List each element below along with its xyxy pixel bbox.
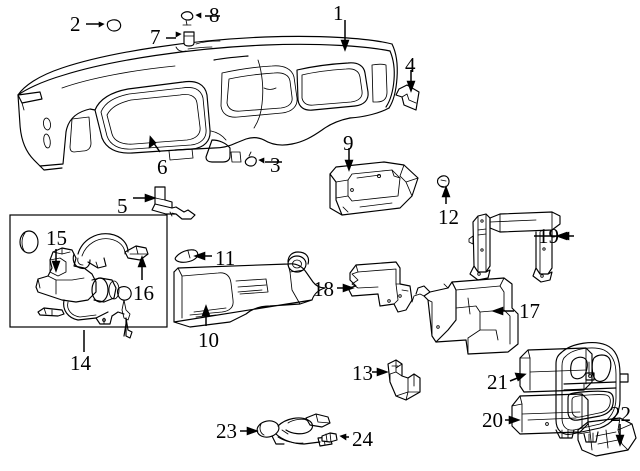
callout-24[interactable]: 24 xyxy=(352,427,373,451)
part-glove-box-striker[interactable] xyxy=(436,175,450,188)
part-console-tray-lower[interactable] xyxy=(511,393,589,439)
callout-6[interactable]: 6 xyxy=(157,155,168,179)
callout-21[interactable]: 21 xyxy=(487,370,508,394)
callout-20[interactable]: 20 xyxy=(482,408,503,432)
part-console-tray-upper[interactable] xyxy=(519,347,595,393)
inset-box-14 xyxy=(9,214,168,328)
callout-18[interactable]: 18 xyxy=(313,277,334,301)
callout-8[interactable]: 8 xyxy=(209,3,220,27)
callout-2[interactable]: 2 xyxy=(70,12,81,36)
part-console-side-trim[interactable] xyxy=(411,277,519,355)
part-push-pin-fastener[interactable] xyxy=(180,11,202,26)
callout-3[interactable]: 3 xyxy=(270,153,281,177)
callout-5[interactable]: 5 xyxy=(117,194,128,218)
callout-12[interactable]: 12 xyxy=(438,205,459,229)
callout-4[interactable]: 4 xyxy=(405,53,416,77)
part-key-set[interactable] xyxy=(256,413,333,447)
part-panel-clip-round[interactable] xyxy=(98,19,122,32)
part-end-cover-plate[interactable] xyxy=(395,84,420,111)
callout-13[interactable]: 13 xyxy=(352,361,373,385)
part-glove-box-door[interactable] xyxy=(329,161,419,216)
callout-10[interactable]: 10 xyxy=(198,328,219,352)
callout-7[interactable]: 7 xyxy=(150,25,161,49)
callout-19[interactable]: 19 xyxy=(538,224,559,248)
callout-1[interactable]: 1 xyxy=(333,1,344,25)
callout-14[interactable]: 14 xyxy=(70,351,91,375)
callout-9[interactable]: 9 xyxy=(343,131,354,155)
part-instrument-panel-assembly[interactable] xyxy=(17,35,398,171)
part-mounting-bracket-left[interactable] xyxy=(151,186,196,220)
part-insulator-panel[interactable] xyxy=(347,261,413,313)
part-retainer-clip[interactable] xyxy=(244,151,265,167)
part-knee-bolster-lower-panel[interactable] xyxy=(173,251,326,328)
part-console-end-cap[interactable] xyxy=(577,417,637,457)
part-hook-bracket[interactable] xyxy=(174,249,199,263)
callout-11[interactable]: 11 xyxy=(215,246,236,270)
callout-15[interactable]: 15 xyxy=(46,226,67,250)
callout-17[interactable]: 17 xyxy=(519,299,540,323)
leader-lines xyxy=(51,15,625,447)
part-ignition-lock-kit[interactable] xyxy=(19,230,149,339)
part-grommet-plug[interactable] xyxy=(175,31,195,47)
callout-23[interactable]: 23 xyxy=(216,419,237,443)
part-u-shaped-bracket[interactable] xyxy=(468,211,561,283)
callout-22[interactable]: 22 xyxy=(610,402,631,426)
part-corner-support-bracket[interactable] xyxy=(387,359,421,401)
callout-16[interactable]: 16 xyxy=(133,281,154,305)
